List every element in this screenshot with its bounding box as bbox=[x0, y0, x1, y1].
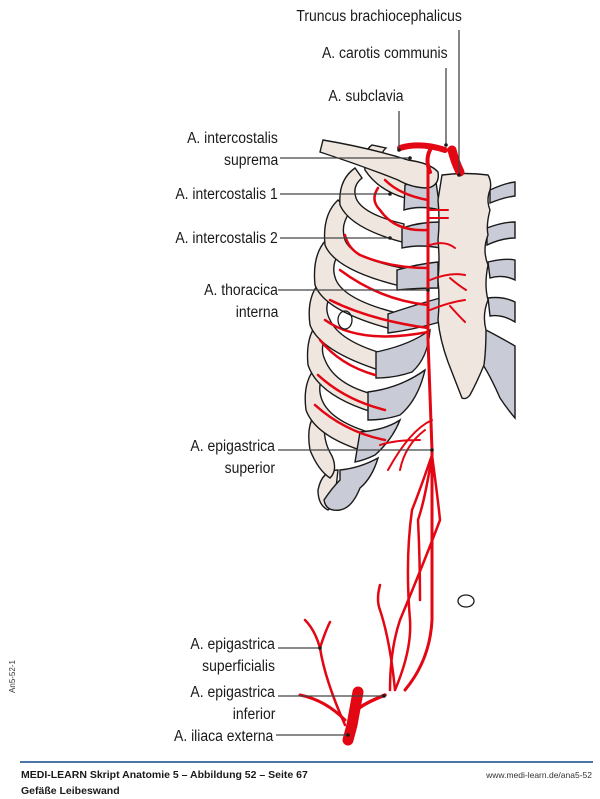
figure-code: An5-52-1 bbox=[7, 660, 17, 693]
dot-truncus bbox=[457, 173, 461, 177]
leader-lines bbox=[276, 30, 460, 736]
umbilicus-ring bbox=[457, 594, 475, 608]
cartilage-7 bbox=[354, 418, 402, 463]
intercostal-branch-3 bbox=[343, 233, 430, 270]
label-epigastrica-inferior-line2: inferior bbox=[232, 706, 275, 723]
sternal-branch-4 bbox=[429, 299, 466, 323]
intercostal-branch-9 bbox=[313, 403, 387, 442]
dot-suprema bbox=[408, 156, 412, 160]
right-costal-cartilages bbox=[479, 181, 516, 420]
dot-thoracica bbox=[426, 288, 430, 292]
dot-intercostalis-2 bbox=[388, 236, 392, 240]
label-thoracica-interna-line2: interna bbox=[235, 304, 278, 321]
dot-superficialis bbox=[318, 646, 322, 650]
cartilage-8 bbox=[323, 456, 380, 511]
right-cartilage-5 bbox=[479, 328, 516, 420]
label-intercostalis-2: A. intercostalis 2 bbox=[175, 230, 278, 247]
right-cartilage-4 bbox=[487, 296, 516, 324]
footer-url[interactable]: www.medi-learn.de/ana5-52 bbox=[486, 770, 592, 780]
label-epigastrica-inferior-line1: A. epigastrica bbox=[190, 684, 275, 701]
label-subclavia: A. subclavia bbox=[328, 88, 404, 105]
leader-dots bbox=[318, 143, 461, 737]
footer-rule bbox=[20, 761, 593, 763]
label-intercostalis-suprema-line1: A. intercostalis bbox=[187, 130, 278, 147]
small-rings bbox=[337, 310, 475, 608]
left-costal-cartilages bbox=[323, 180, 441, 511]
rib-7 bbox=[308, 408, 336, 479]
intercostalis-2 bbox=[373, 186, 430, 232]
label-epigastrica-superficialis-line1: A. epigastrica bbox=[190, 636, 275, 653]
intercostal-branch-7 bbox=[318, 338, 377, 377]
arcus-to-subclavia bbox=[397, 142, 448, 153]
sternum-body bbox=[437, 172, 492, 400]
clavicle-bone bbox=[319, 139, 439, 189]
right-cartilage-3 bbox=[487, 258, 516, 282]
epigastrica-vessel-a bbox=[393, 453, 434, 692]
cartilage-6 bbox=[367, 368, 427, 421]
side-branch-lower bbox=[376, 583, 397, 692]
intercostal-branch-5 bbox=[328, 298, 430, 330]
clavicle bbox=[319, 139, 439, 189]
epigastrica-vessel-c bbox=[388, 453, 442, 692]
footer-subtitle: Gefäße Leibeswand bbox=[21, 785, 120, 797]
dot-epigastrica-superior bbox=[430, 448, 434, 452]
epigastrica-superficialis bbox=[303, 618, 347, 727]
intercostal-branch-4 bbox=[338, 268, 430, 307]
dot-iliaca bbox=[346, 733, 350, 737]
sternal-branch-3 bbox=[429, 273, 467, 291]
nipple-ring bbox=[337, 310, 353, 330]
label-epigastrica-superficialis-line2: superficialis bbox=[202, 658, 275, 675]
label-iliaca-externa: A. iliaca externa bbox=[173, 728, 273, 745]
label-thoracica-interna-line1: A. thoracica bbox=[204, 282, 278, 299]
footer-title: MEDI-LEARN Skript Anatomie 5 – Abbildung… bbox=[21, 769, 308, 781]
label-epigastrica-superior-line2: superior bbox=[224, 460, 275, 477]
label-intercostalis-suprema-line2: suprema bbox=[223, 152, 278, 169]
iliaca-externa bbox=[342, 686, 364, 746]
cartilage-5 bbox=[375, 328, 431, 379]
dot-subclavia bbox=[397, 148, 401, 152]
intercostalis-1 bbox=[383, 178, 430, 202]
label-truncus-brachiocephalicus: Truncus brachiocephalicus bbox=[296, 8, 462, 25]
right-cartilage-1 bbox=[489, 181, 516, 205]
intercostal-branch-6 bbox=[323, 318, 430, 338]
label-epigastrica-superior-line1: A. epigastrica bbox=[190, 438, 275, 455]
epigastrica-superior-branches bbox=[379, 419, 433, 471]
right-cartilage-2 bbox=[486, 221, 516, 247]
label-intercostalis-1: A. intercostalis 1 bbox=[175, 186, 278, 203]
intercostal-branch-8 bbox=[316, 373, 387, 412]
sternal-branch-2 bbox=[429, 242, 456, 249]
dot-carotis bbox=[444, 143, 448, 147]
epigastrica-vessel-b bbox=[416, 453, 434, 602]
arteries bbox=[298, 142, 467, 746]
label-carotis-communis: A. carotis communis bbox=[322, 45, 448, 62]
dot-intercostalis-1 bbox=[388, 192, 392, 196]
sternal-branch-1 bbox=[427, 209, 449, 219]
sternum bbox=[437, 172, 492, 400]
dot-inferior bbox=[382, 694, 386, 698]
